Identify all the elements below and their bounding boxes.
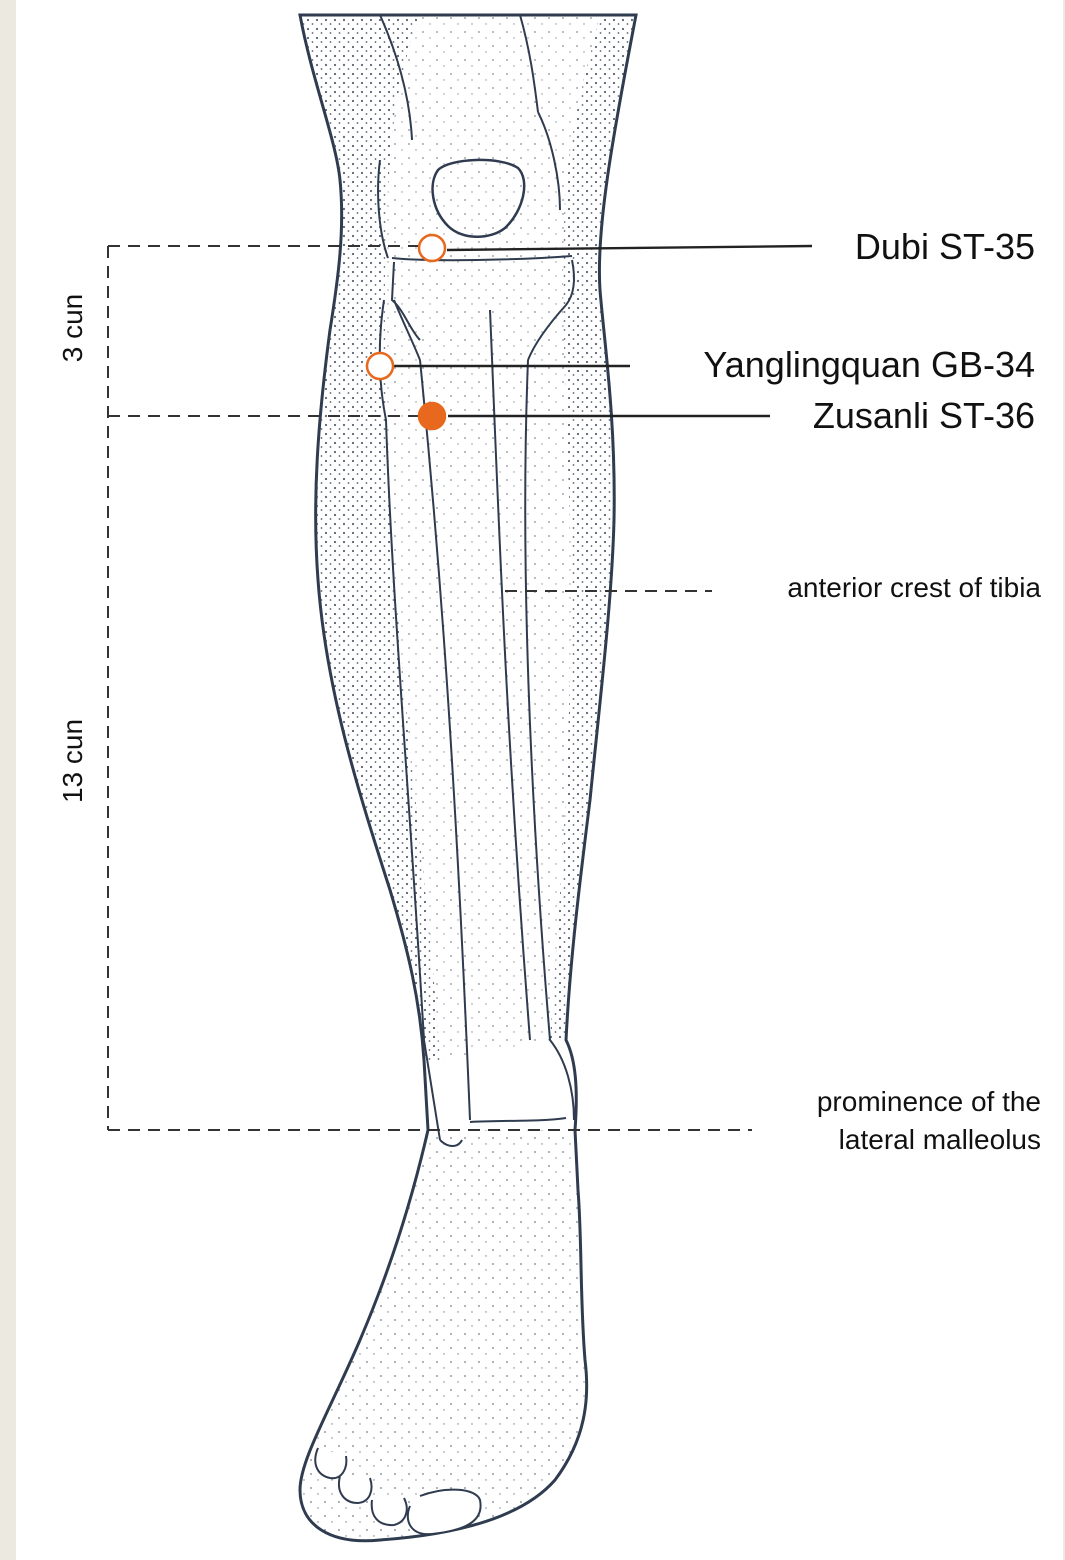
measurement-label-13-cun: 13 cun [57, 706, 89, 816]
tibia-annotation: anterior crest of tibia [787, 572, 1041, 604]
malleolus-annotation-line2: lateral malleolus [839, 1124, 1041, 1156]
point-label-yanglingquan: Yanglingquan GB-34 [703, 344, 1035, 386]
yanglingquan-marker [367, 353, 393, 379]
measurement-label-3-cun: 3 cun [57, 283, 89, 373]
dubi-marker [419, 235, 445, 261]
point-label-zusanli: Zusanli ST-36 [813, 395, 1035, 437]
point-label-dubi: Dubi ST-35 [855, 226, 1035, 268]
zusanli-marker [419, 403, 445, 429]
malleolus-annotation-line1: prominence of the [817, 1086, 1041, 1118]
